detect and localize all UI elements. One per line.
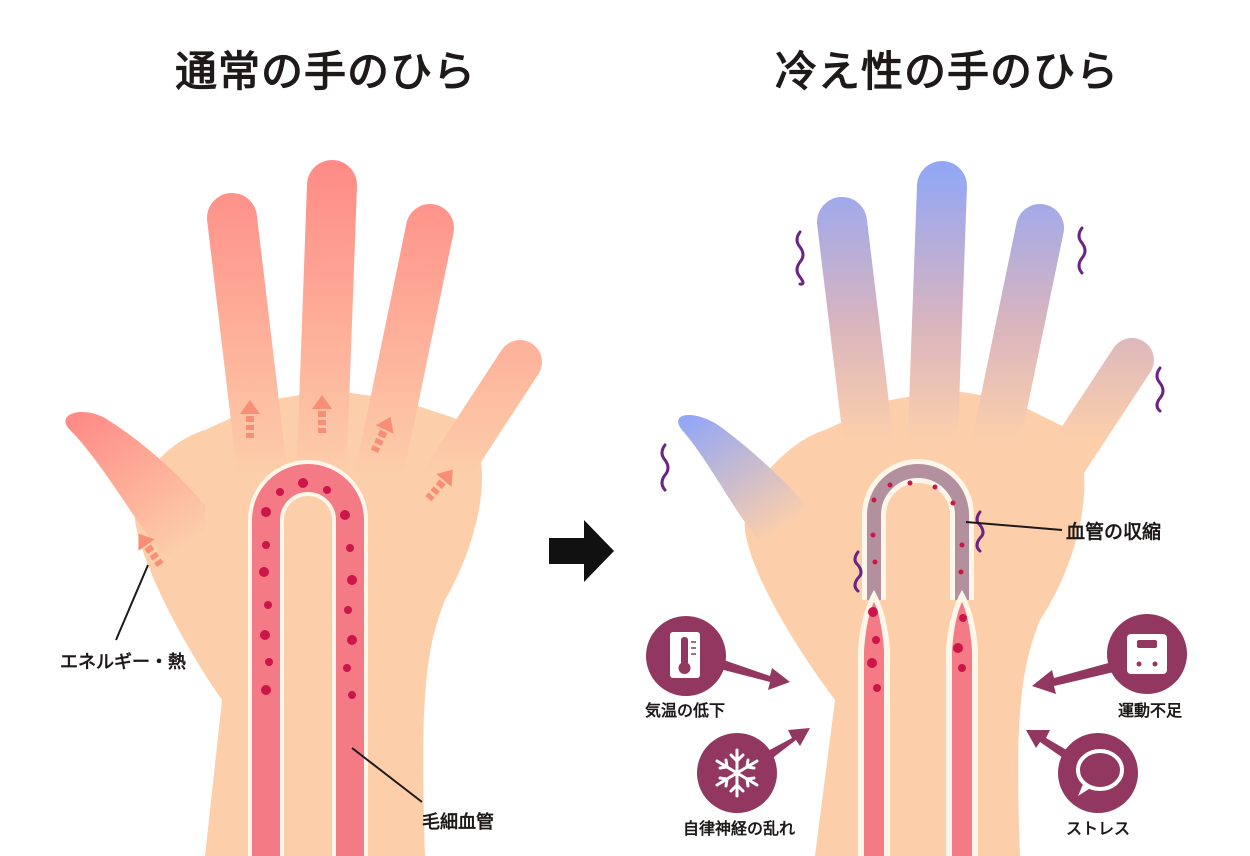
heat-arrow — [425, 469, 453, 502]
normal-hand: エネルギー・熱 毛細血管 — [60, 160, 542, 856]
cause-autonomic: 自律神経の乱れ — [683, 728, 810, 838]
snowflake-icon — [715, 748, 759, 798]
cause-arrow — [1032, 662, 1114, 694]
cold-palm-title: 冷え性の手のひら — [775, 47, 1120, 96]
cold-middle-finger — [907, 161, 967, 485]
thermometer-icon — [670, 632, 700, 678]
shiver-mark — [853, 550, 863, 593]
cold-thumb — [678, 414, 815, 600]
normal-capillary — [252, 464, 364, 856]
blood-cells — [259, 478, 357, 699]
shiver-marks — [660, 226, 1165, 593]
constricted-capillary — [867, 464, 969, 600]
shiver-mark — [795, 230, 805, 286]
normal-palm-shape — [134, 390, 483, 856]
heat-arrow — [240, 400, 260, 438]
cold-index-finger — [817, 197, 897, 495]
cold-blood-cells — [867, 480, 967, 692]
cause-temperature-label: 気温の低下 — [645, 701, 725, 720]
shiver-mark — [1077, 226, 1087, 275]
cause-arrow — [716, 658, 790, 690]
cause-temperature: 気温の低下 — [645, 616, 790, 720]
capillary-leader-line — [351, 747, 423, 803]
cold-hand: 血管の収縮 気温の低下 — [645, 161, 1187, 856]
normal-thumb — [65, 411, 205, 600]
cause-exercise-label: 運動不足 — [1118, 701, 1183, 720]
heat-arrow — [138, 533, 164, 568]
heat-arrow — [370, 416, 394, 454]
energy-leader-line — [115, 564, 149, 641]
constriction-label: 血管の収縮 — [1066, 520, 1161, 543]
capillary-label: 毛細血管 — [422, 811, 494, 833]
heat-arrow — [312, 395, 332, 433]
normal-middle-finger — [297, 160, 357, 485]
shiver-mark — [660, 443, 670, 492]
cause-arrow — [766, 728, 810, 760]
cold-palm-shape — [744, 390, 1085, 856]
speech-bubble-icon — [1076, 749, 1124, 796]
cause-exercise: 運動不足 — [1032, 614, 1187, 720]
shiver-mark — [1155, 366, 1165, 413]
cold-ring-finger — [966, 204, 1064, 494]
cause-autonomic-label: 自律神経の乱れ — [683, 819, 795, 838]
shiver-mark — [975, 510, 985, 553]
cold-pinky-finger — [1018, 338, 1154, 522]
normal-index-finger — [207, 193, 287, 495]
cause-stress: ストレス — [1026, 730, 1138, 838]
cause-stress-label: ストレス — [1066, 819, 1130, 838]
energy-heat-label: エネルギー・熱 — [60, 651, 186, 673]
cause-arrow — [1026, 730, 1070, 760]
right-arrow-icon — [549, 520, 614, 582]
heat-arrows — [138, 395, 453, 568]
capillary-lower-right — [952, 602, 972, 856]
scale-icon — [1127, 634, 1167, 674]
normal-palm-title: 通常の手のひら — [175, 47, 477, 96]
constriction-leader-line — [965, 521, 1063, 531]
